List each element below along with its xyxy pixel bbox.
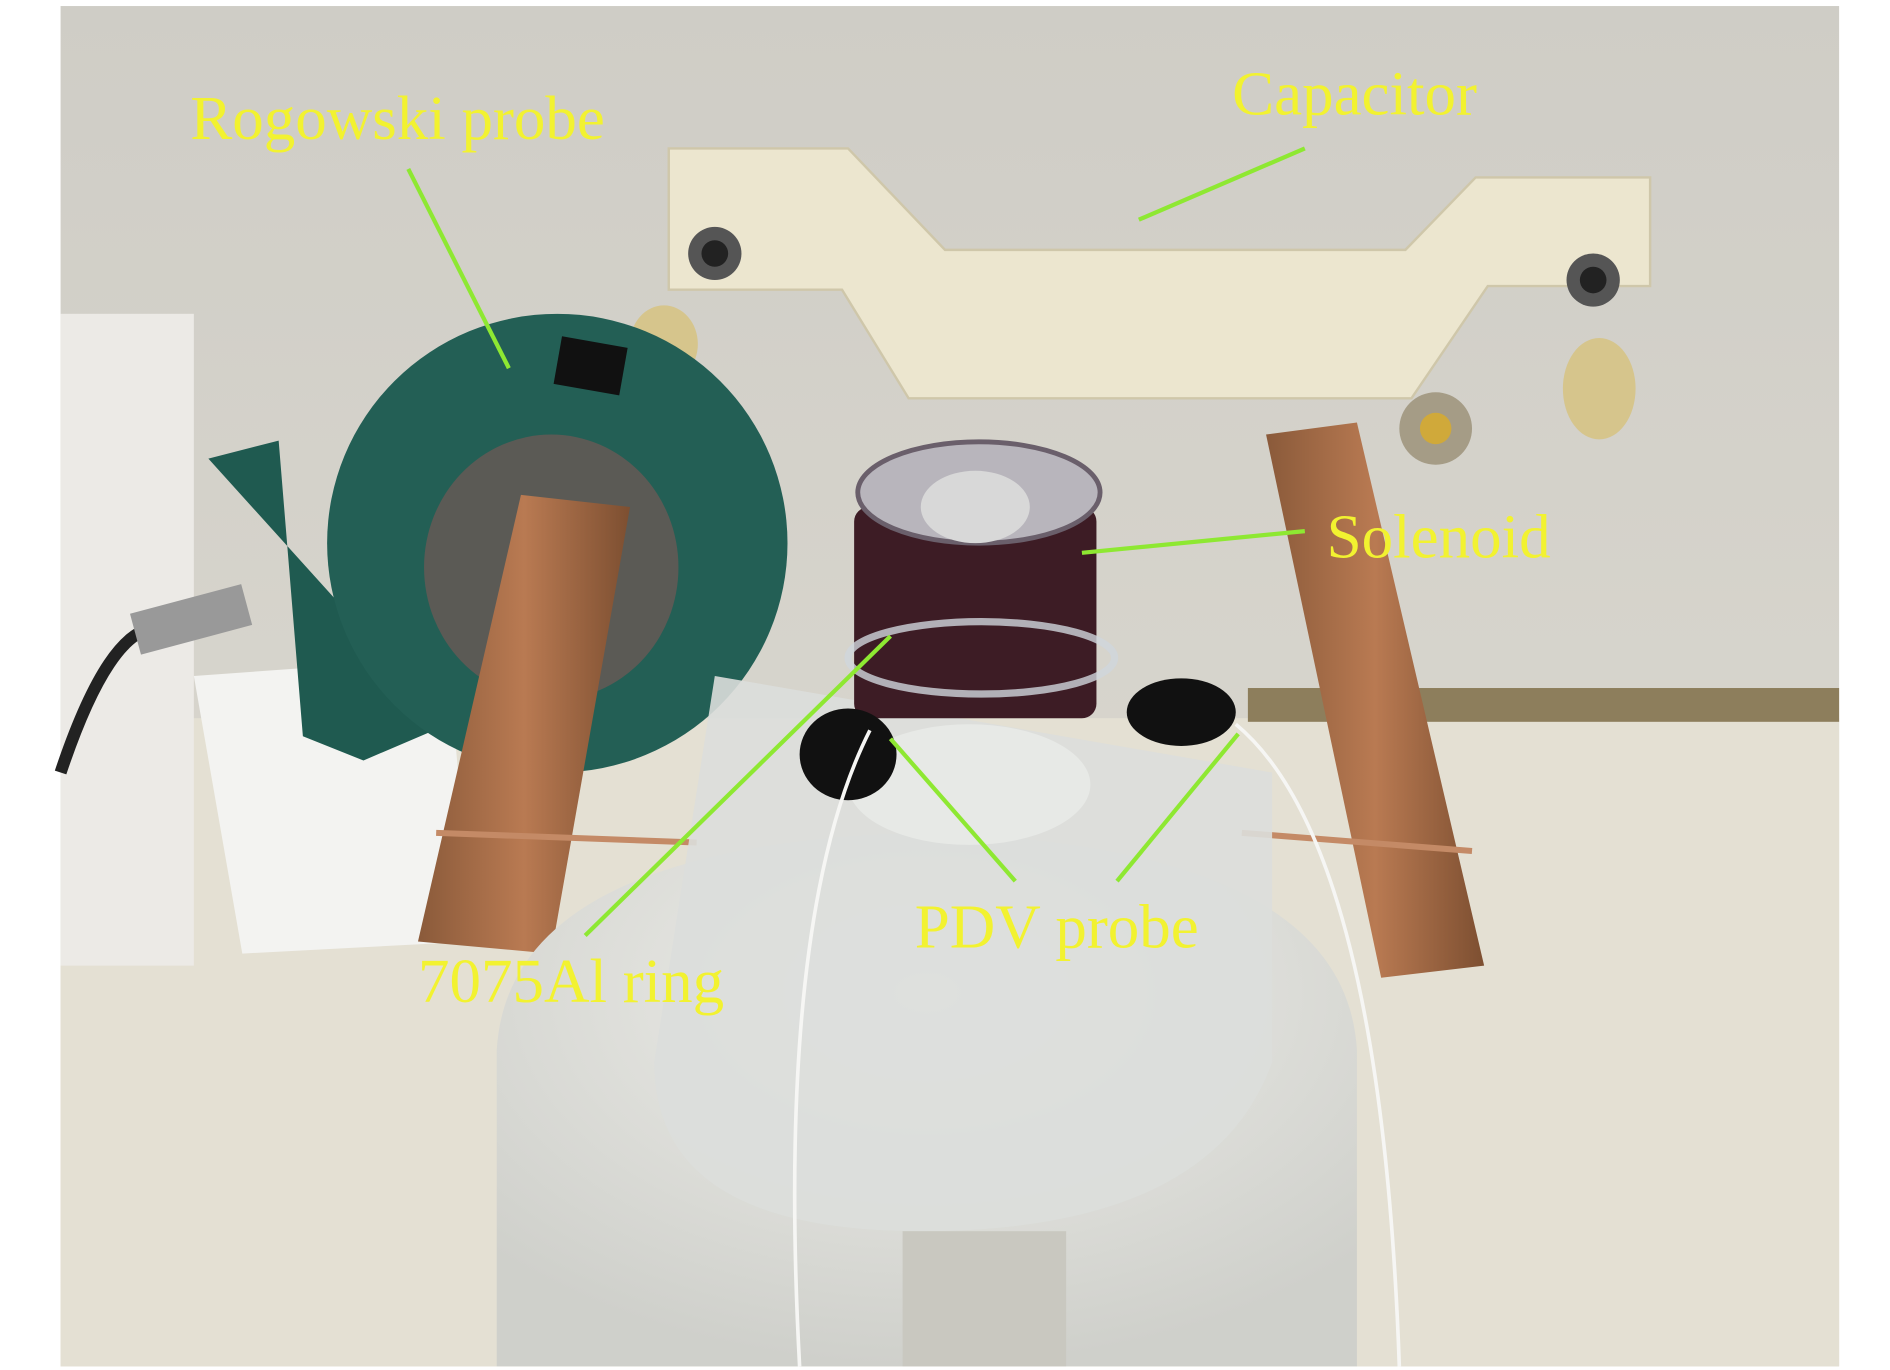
rogowski-probe-label: Rogowski probe (190, 83, 605, 153)
solenoid (844, 439, 1119, 719)
rogowski-leader-line (406, 168, 511, 370)
pdv-probe-label: PDV probe (915, 892, 1199, 962)
capacitor-label: Capacitor (1232, 59, 1477, 129)
copper-electrodes (417, 422, 1485, 978)
ring-leader-line (583, 634, 892, 937)
labels: Rogowski probe Capacitor Solenoid PDV pr… (190, 59, 1550, 1016)
ring-label: 7075Al ring (418, 946, 724, 1016)
solenoid-leader-line (1081, 528, 1306, 555)
leader-lines (406, 146, 1306, 937)
capacitor-leader-line (1138, 146, 1306, 222)
pdv-leader-line-right (1115, 732, 1240, 883)
solenoid-label: Solenoid (1327, 502, 1551, 572)
pdv-leader-line-left (888, 737, 1017, 883)
pdv-probes (792, 678, 1402, 1367)
specimen-base (496, 675, 1357, 1367)
